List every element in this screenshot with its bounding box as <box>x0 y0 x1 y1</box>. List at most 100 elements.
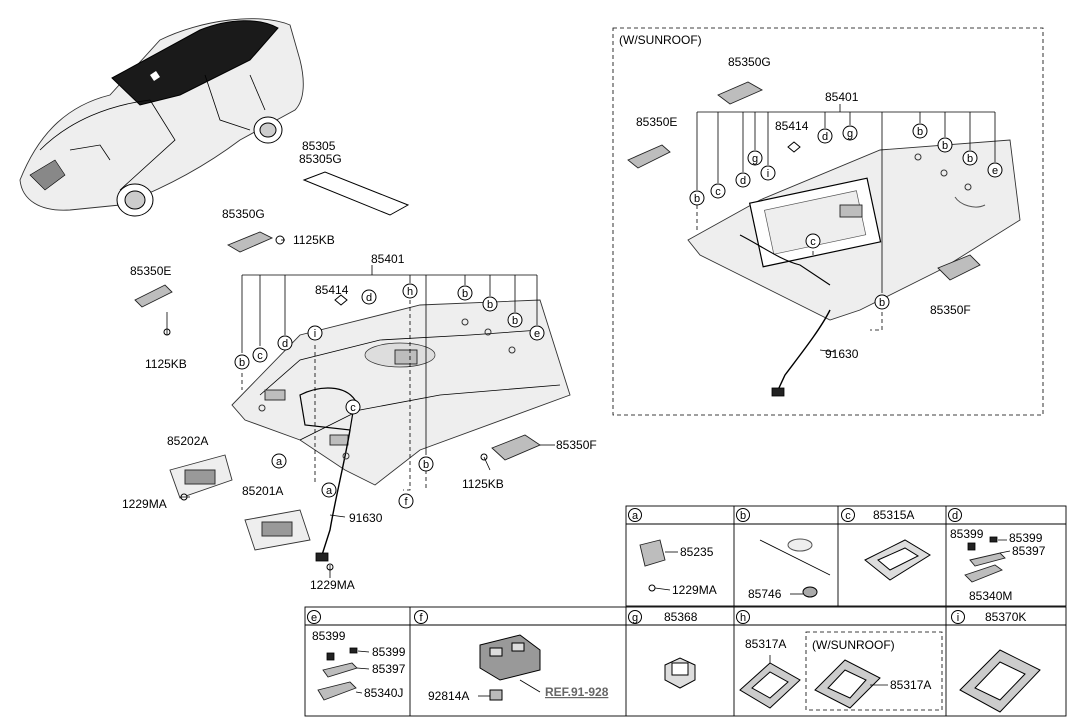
label-85350E: 85350E <box>636 115 677 129</box>
callout-circle: b <box>482 296 498 312</box>
label-85350F: 85350F <box>556 438 597 452</box>
callout-circle: b <box>457 285 473 301</box>
svg-text:d: d <box>822 131 828 143</box>
svg-text:c: c <box>715 186 721 198</box>
bracket-85350F-sunroof <box>937 254 981 281</box>
part-1229MA: 1229MA <box>672 583 717 597</box>
label-91630: 91630 <box>349 511 383 525</box>
table-cell-d: d 85399 85399 85397 85340M <box>948 508 1046 603</box>
label-85401: 85401 <box>825 90 859 104</box>
label-85201A: 85201A <box>242 484 283 498</box>
callout-circle: a <box>321 482 337 498</box>
callout-circle: f <box>398 493 414 509</box>
svg-text:b: b <box>967 153 973 165</box>
cell-key-circle: h <box>736 610 750 624</box>
svg-text:b: b <box>423 459 429 471</box>
table-cell-f: f 92814A REF.91-928 <box>414 610 609 703</box>
parts-table <box>304 505 1067 717</box>
ref-91-928-link[interactable]: REF.91-928 <box>545 685 609 699</box>
cell-key-circle: a <box>628 508 642 522</box>
callout-circle: i <box>307 325 323 341</box>
label-85305: 85305 <box>302 139 336 153</box>
cell-header-85315A: 85315A <box>873 508 914 522</box>
table-cell-a: a 85235 1229MA <box>628 508 717 597</box>
part-85317A: 85317A <box>890 678 931 692</box>
svg-text:g: g <box>632 612 638 624</box>
callout-circle: b <box>507 312 523 328</box>
part-85746: 85746 <box>748 587 782 601</box>
sun-visor-85201A <box>244 509 311 551</box>
clip-85414 <box>334 294 348 306</box>
svg-text:c: c <box>845 510 851 522</box>
table-cell-e: e 85399 85399 85397 85340J <box>307 610 406 701</box>
callout-circle: h <box>402 283 418 299</box>
svg-text:g: g <box>752 153 758 165</box>
svg-text:d: d <box>952 510 958 522</box>
part-85399: 85399 <box>950 527 984 541</box>
callout-circle: b <box>912 123 928 139</box>
svg-text:e: e <box>992 165 998 177</box>
table-cell-i: i 85370K <box>951 610 1041 713</box>
svg-text:b: b <box>462 288 468 300</box>
svg-text:d: d <box>366 292 372 304</box>
svg-text:f: f <box>419 612 423 624</box>
svg-text:a: a <box>326 485 333 497</box>
sunroof-panel: (W/SUNROOF) <box>612 27 1044 416</box>
cell-key-circle: c <box>841 508 855 522</box>
label-85414: 85414 <box>315 283 349 297</box>
sunroof-part-labels: 85350G 85401 85350E 85414 85350F 91630 <box>636 55 971 361</box>
svg-text:f: f <box>404 496 408 508</box>
cell-header-85368: 85368 <box>664 610 698 624</box>
sunroof-panel-title: (W/SUNROOF) <box>619 33 702 47</box>
table-cell-c: c 85315A <box>841 508 931 581</box>
svg-text:e: e <box>311 612 317 624</box>
main-part-labels: 85305 85305G 85350G 1125KB 85401 85350E … <box>122 139 597 592</box>
label-1125KB: 1125KB <box>293 233 335 247</box>
label-85202A: 85202A <box>167 434 208 448</box>
part-85399: 85399 <box>312 629 346 643</box>
sunroof-callouts: b c d g i d g b b b e c b <box>689 123 1003 310</box>
svg-text:h: h <box>740 612 746 624</box>
cell-key-circle: e <box>307 610 321 624</box>
svg-text:e: e <box>534 328 540 340</box>
svg-text:g: g <box>847 128 853 140</box>
car-illustration <box>19 18 304 217</box>
callout-circle: b <box>689 190 705 206</box>
callout-circle: c <box>710 183 726 199</box>
callout-circle: c <box>805 233 821 249</box>
roof-pad-85305 <box>302 171 410 216</box>
callout-circle: g <box>747 150 763 166</box>
callout-circle: d <box>735 172 751 188</box>
svg-text:b: b <box>917 126 923 138</box>
sunroof-subtitle: (W/SUNROOF) <box>812 638 895 652</box>
callout-circle: c <box>345 399 361 415</box>
label-85350G: 85350G <box>728 55 771 69</box>
part-85397: 85397 <box>372 662 406 676</box>
svg-text:c: c <box>257 350 263 362</box>
main-callouts: b c d i h b b b e c a a b f d <box>234 283 545 509</box>
cell-key-circle: b <box>736 508 750 522</box>
svg-text:a: a <box>632 510 639 522</box>
label-1125KB: 1125KB <box>145 357 187 371</box>
bracket-85350G-sunroof <box>717 81 764 105</box>
label-85350F: 85350F <box>930 303 971 317</box>
callout-circle: b <box>874 294 890 310</box>
bracket-85350E-main <box>134 284 173 308</box>
label-85305G: 85305G <box>299 152 342 166</box>
svg-text:d: d <box>282 338 288 350</box>
svg-text:a: a <box>276 456 283 468</box>
table-cell-h: h 85317A (W/SUNROOF) 85317A <box>736 610 943 711</box>
cell-key-circle: i <box>951 610 965 624</box>
sun-visor-85202A <box>169 454 233 499</box>
svg-text:h: h <box>407 286 413 298</box>
table-cell-g: g 85368 <box>628 610 698 689</box>
label-85350G: 85350G <box>222 207 265 221</box>
callout-circle: b <box>234 354 250 370</box>
main-leader-lines <box>166 239 555 578</box>
part-85399: 85399 <box>372 645 406 659</box>
svg-text:c: c <box>350 402 356 414</box>
callout-circle: b <box>937 137 953 153</box>
callout-circle: d <box>277 335 293 351</box>
label-1229MA: 1229MA <box>122 497 167 511</box>
cell-header-85370K: 85370K <box>985 610 1026 624</box>
